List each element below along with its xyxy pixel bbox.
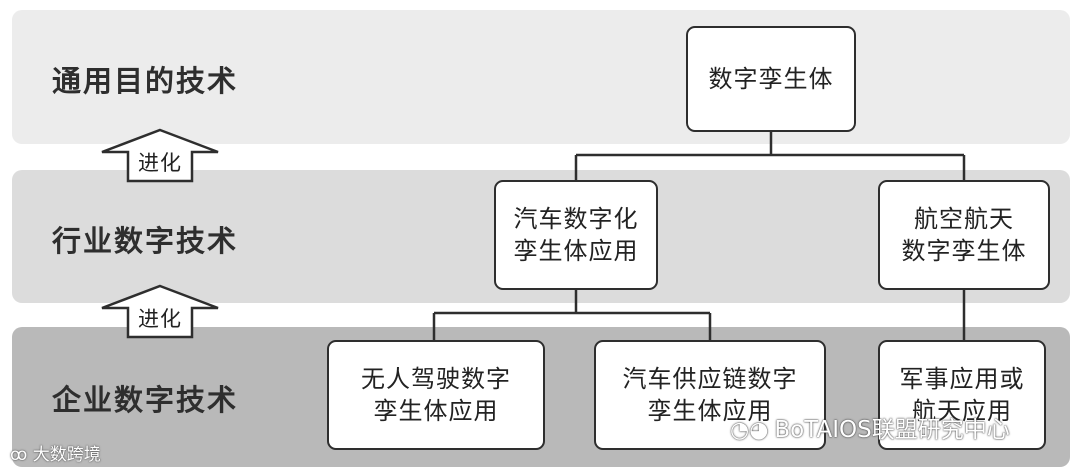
level-label-enterprise: 企业数字技术: [52, 383, 239, 417]
node-automotive-digital-twin: 汽车数字化 孪生体应用: [494, 180, 658, 290]
watermark-logo-icon: ꝏ: [10, 445, 33, 465]
watermark-right-text: BoTAIOS联盟研究中心: [774, 417, 1010, 443]
node-supply-chain-line1: 汽车供应链数字: [622, 365, 798, 393]
node-driverless-line2: 孪生体应用: [373, 397, 499, 425]
node-digital-twin-label: 数字孪生体: [708, 65, 834, 93]
node-aerospace-line1: 航空航天: [914, 205, 1014, 233]
wechat-icon: ◔◕: [730, 418, 769, 443]
watermark-left: ꝏ 大数跨境: [10, 440, 101, 465]
node-military-line1: 军事应用或: [899, 365, 1025, 393]
evolution-label-upper: 进化: [138, 151, 182, 175]
node-automotive-line2: 孪生体应用: [513, 237, 639, 265]
node-supply-chain-line2: 孪生体应用: [647, 397, 773, 425]
evolution-label-lower: 进化: [138, 307, 182, 331]
level-label-general-purpose: 通用目的技术: [52, 64, 239, 98]
evolution-arrow-lower: [101, 284, 219, 339]
node-automotive-line1: 汽车数字化: [513, 205, 639, 233]
node-military-space-app: 军事应用或 航天应用: [878, 340, 1046, 450]
node-aerospace-digital-twin: 航空航天 数字孪生体: [878, 180, 1050, 290]
node-supply-chain-twin-app: 汽车供应链数字 孪生体应用: [594, 340, 826, 450]
watermark-left-text: 大数跨境: [32, 445, 101, 465]
evolution-arrow-upper: [101, 128, 219, 183]
node-driverless-twin-app: 无人驾驶数字 孪生体应用: [327, 340, 545, 450]
node-driverless-line1: 无人驾驶数字: [361, 365, 511, 393]
watermark-right: ◔◕BoTAIOS联盟研究中心: [730, 410, 1010, 444]
node-military-line2: 航天应用: [912, 397, 1012, 425]
level-label-industry: 行业数字技术: [52, 224, 239, 258]
node-digital-twin: 数字孪生体: [686, 26, 856, 132]
node-aerospace-line2: 数字孪生体: [901, 237, 1027, 265]
level-band-general-purpose: [12, 10, 1070, 144]
